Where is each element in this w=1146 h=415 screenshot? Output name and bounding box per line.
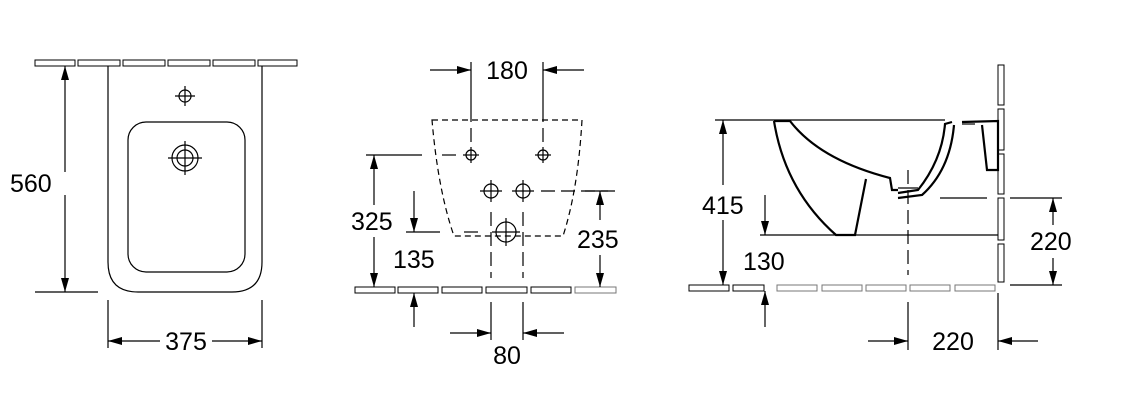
dimension-bottom-height: 130 — [743, 195, 785, 327]
dimension-rim-height: 415 — [702, 119, 762, 285]
fixing-bolt-icon — [463, 147, 551, 163]
dimension-height: 560 — [10, 66, 98, 293]
dimension-label-220-height: 220 — [1030, 228, 1072, 256]
floor-tiles-side — [688, 284, 996, 292]
dimension-label-325: 325 — [351, 208, 393, 236]
side-view: 415 130 220 220 — [688, 64, 1072, 356]
basin-outline — [127, 121, 246, 273]
dimension-waste-height: 135 — [393, 191, 440, 327]
waste-outlet-icon — [492, 218, 520, 246]
dimension-label-560: 560 — [10, 170, 52, 198]
dimension-width: 375 — [107, 300, 263, 356]
dimension-outlet-height: 220 — [1010, 197, 1072, 286]
drain-hole-icon — [168, 141, 202, 175]
dimension-supply-height: 235 — [577, 190, 619, 287]
dimension-supply-spacing: 80 — [450, 302, 564, 370]
wall-tiles-top — [34, 59, 298, 67]
tap-hole-icon — [175, 86, 195, 106]
front-view: 560 375 — [10, 59, 298, 356]
bidet-outline-dashed — [431, 119, 583, 237]
dimension-bolt-spacing: 180 — [430, 57, 584, 108]
bidet-body-outline — [107, 66, 263, 293]
outlet-centerline — [898, 123, 975, 275]
dimension-label-80: 80 — [493, 342, 521, 370]
dimension-label-180: 180 — [486, 57, 528, 85]
dimension-bolt-height: 325 — [351, 154, 422, 287]
floor-tiles — [354, 286, 617, 294]
dimension-label-415: 415 — [702, 192, 744, 220]
dimension-label-235: 235 — [577, 226, 619, 254]
dimension-label-135: 135 — [393, 246, 435, 274]
dimension-label-375: 375 — [165, 328, 207, 356]
wall-section — [997, 64, 1005, 283]
dimension-label-220-distance: 220 — [932, 328, 974, 356]
bidet-section — [760, 119, 1000, 237]
rear-view: 180 325 135 235 80 — [351, 57, 619, 370]
water-supply-icon — [480, 180, 534, 202]
dimension-label-130: 130 — [743, 248, 785, 276]
dimension-outlet-distance: 220 — [868, 293, 1038, 356]
